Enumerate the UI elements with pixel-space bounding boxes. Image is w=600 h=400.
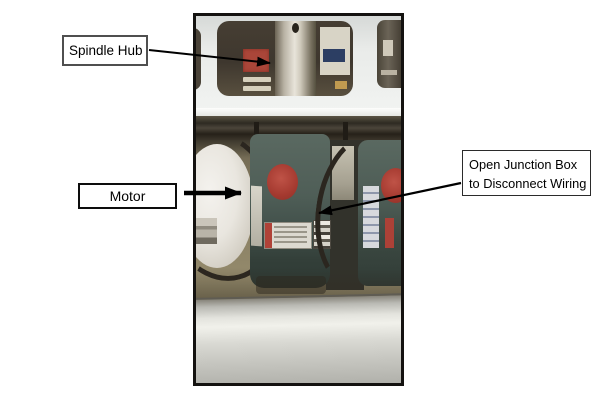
panel-opening-main [217,21,353,96]
opening-right-slot [381,70,397,75]
motor-right [358,140,401,286]
motor-callout-label: Motor [109,188,146,204]
nameplate-text-lines [274,226,307,244]
opening-right-highlight [383,40,393,56]
junction-callout-line1: Open Junction Box [469,157,578,172]
equipment-photo [193,13,404,386]
junction-box-callout: Open Junction Box to Disconnect Wiring [462,150,591,196]
interior-tan-part [335,81,347,89]
motor-right-red-strip [385,218,394,248]
motor-logo-center [267,164,298,200]
spindle-slot [243,86,271,91]
spindle-hub-callout-label: Spindle Hub [69,43,143,58]
white-drum [196,144,254,268]
spindle-hub-cylinder [275,21,316,96]
panel-opening-left-sliver [196,28,201,90]
mounting-bracket [196,218,217,244]
motor-side-label [251,185,262,247]
spindle-panel [196,16,401,110]
spindle-hub-hole [292,23,299,33]
junction-callout-line2: to Disconnect Wiring [469,176,587,191]
spindle-hub-callout: Spindle Hub [62,35,148,66]
motor-callout: Motor [78,183,177,209]
cable-clamp [254,122,259,140]
cable-clamp [343,122,348,140]
panel-bottom-seam [196,108,401,116]
motor-nameplate [264,222,312,249]
opening-interior-parts [320,27,350,75]
motor-right-label [363,186,379,248]
motor-logo-right [381,168,401,203]
motor-center [250,134,331,288]
nameplate-red-strip [265,223,272,248]
panel-opening-right [377,20,401,88]
base-rail [196,293,401,383]
floor-shadow-blob [256,276,326,294]
interior-blue-part [323,49,345,62]
junction-box [313,220,331,249]
spindle-red-label [243,49,269,72]
spindle-slot [243,77,271,82]
motor-bay [196,117,401,383]
